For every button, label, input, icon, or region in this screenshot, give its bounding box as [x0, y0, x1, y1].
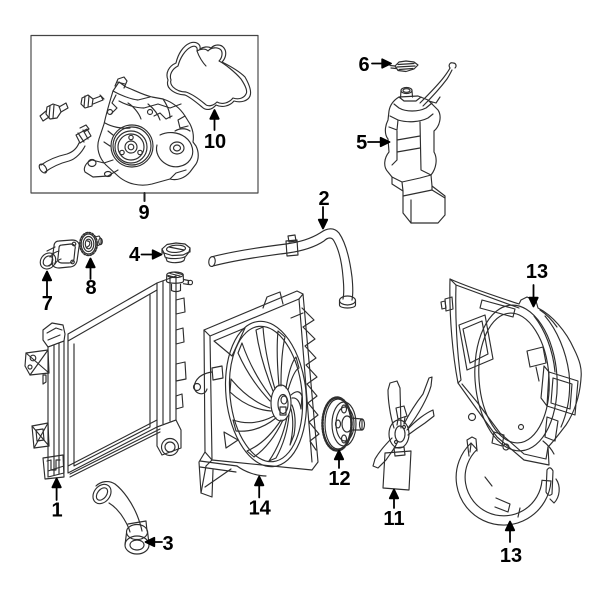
svg-text:14: 14 [249, 498, 272, 520]
svg-text:4: 4 [129, 244, 141, 266]
svg-text:9: 9 [138, 202, 149, 224]
svg-text:8: 8 [85, 277, 96, 299]
svg-text:7: 7 [42, 293, 53, 315]
svg-text:11: 11 [383, 508, 404, 530]
svg-text:10: 10 [204, 131, 226, 153]
svg-text:1: 1 [51, 500, 62, 522]
svg-text:5: 5 [356, 132, 367, 154]
svg-text:13: 13 [500, 545, 522, 567]
svg-text:3: 3 [162, 533, 173, 555]
svg-text:13: 13 [526, 261, 548, 283]
svg-text:6: 6 [358, 54, 369, 76]
svg-text:12: 12 [328, 468, 350, 490]
svg-text:2: 2 [318, 188, 329, 210]
